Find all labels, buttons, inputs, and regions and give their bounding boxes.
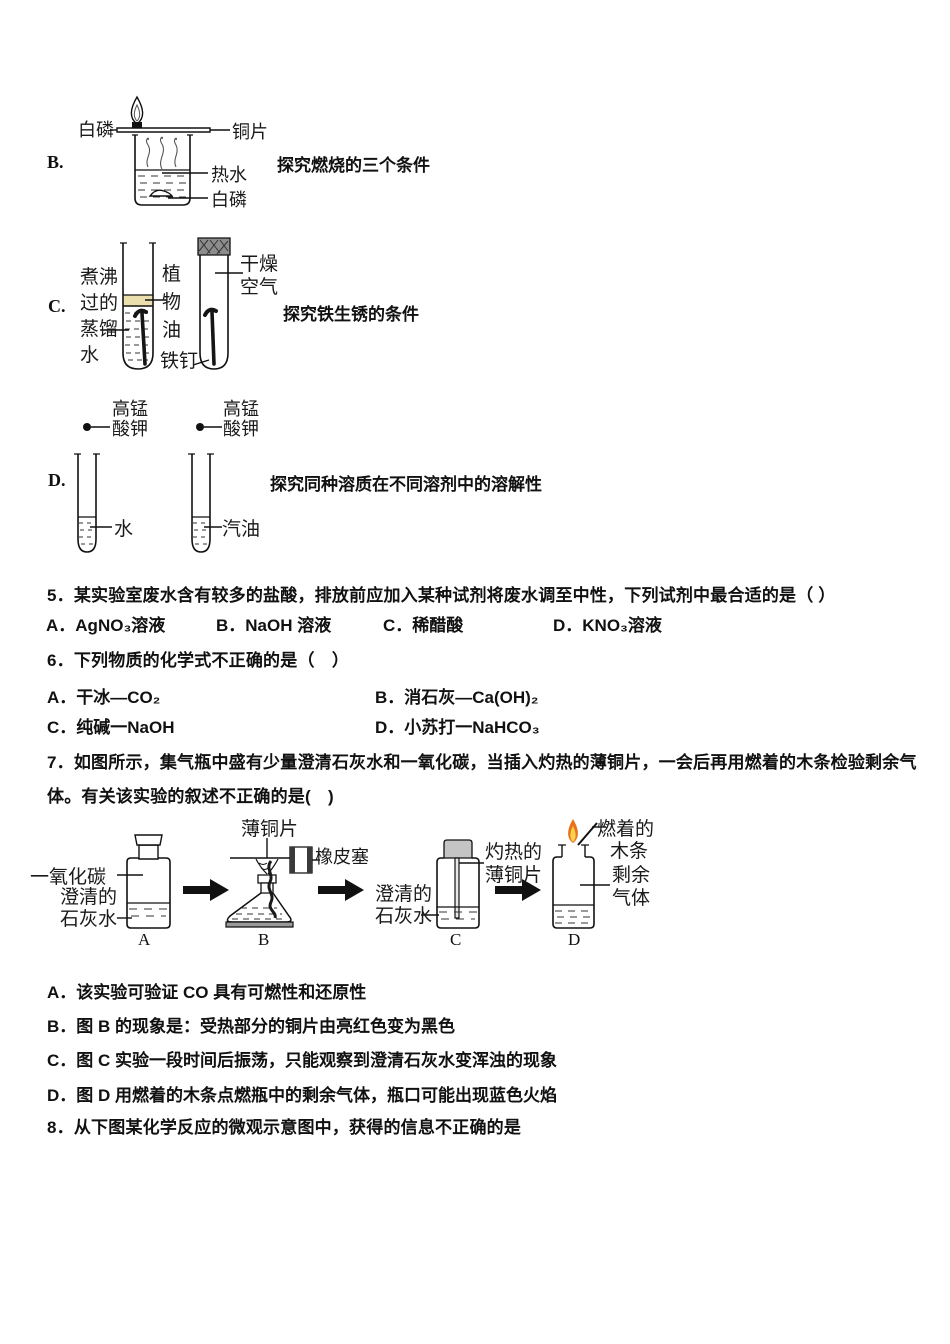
- option-b-letter: B.: [47, 152, 64, 172]
- test-tube-water: [74, 454, 112, 552]
- phosphorus-lump-bottom: [150, 190, 172, 196]
- label-copper-piece: 铜片: [232, 122, 268, 142]
- option-b-caption: 探究燃烧的三个条件: [277, 156, 430, 175]
- q5-option-d: D．KNO₃溶液: [553, 616, 662, 635]
- label-gasoline: 汽油: [222, 519, 261, 540]
- copper-strip: [110, 128, 230, 132]
- q6-option-d: D．小苏打一NaHCO₃: [375, 718, 540, 737]
- q5-option-b: B．NaOH 溶液: [216, 616, 332, 635]
- copper-over-lamp-b: [226, 838, 320, 927]
- iron-nail-left: [135, 311, 146, 364]
- label-dry-air: 干燥 空气: [240, 254, 279, 298]
- label-limewater-c: 澄清的 石灰水: [375, 884, 433, 927]
- label-iron-nail: 铁钉: [160, 351, 199, 372]
- water-dashes: [138, 176, 188, 197]
- q6-option-c: C．纯碱一NaOH: [47, 718, 175, 737]
- label-limewater-a-2: 石灰水: [60, 909, 118, 930]
- q7-text-line1: 7．如图所示，集气瓶中盛有少量澄清石灰水和一氧化碳，当插入灼热的薄铜片，一会后再…: [47, 753, 917, 772]
- label-burning-stick-2: 木条: [610, 841, 649, 862]
- label-kmno4-right: 高锰 酸钾: [223, 399, 259, 439]
- q5-option-a: A．AgNO₃溶液: [46, 616, 166, 635]
- bottle-c-letter: C: [450, 930, 462, 949]
- gas-bottle-a: [117, 835, 170, 928]
- label-white-phosphorus-bottom: 白磷: [211, 190, 247, 210]
- combustion-apparatus-diagram: [110, 95, 235, 211]
- label-remaining-gas: 剩余 气体: [612, 865, 651, 909]
- arrow-a-to-b: [183, 879, 229, 901]
- q7-text-line2: 体。有关该实验的叙述不正确的是( ): [47, 787, 334, 806]
- vegetable-oil-band: [124, 295, 152, 306]
- label-water: 水: [114, 519, 134, 540]
- kmno4-dot-left: [83, 423, 110, 431]
- q6-option-a: A．干冰—CO₂: [47, 688, 161, 707]
- rusting-apparatus-diagram: [95, 238, 255, 378]
- option-c-letter: C.: [48, 296, 66, 316]
- arrow-b-to-c: [318, 879, 364, 901]
- burning-stick-flame-icon: [568, 819, 606, 845]
- rubber-stopper: [290, 847, 320, 873]
- label-heated-copper: 灼热的 薄铜片: [485, 842, 543, 886]
- q6-option-b: B．消石灰—Ca(OH)₂: [375, 688, 539, 707]
- q7-option-d: D．图 D 用燃着的木条点燃瓶中的剩余气体，瓶口可能出现蓝色火焰: [47, 1086, 557, 1105]
- phosphorus-lump-top: [132, 122, 142, 129]
- q6-text: 6．下列物质的化学式不正确的是（ ）: [47, 651, 350, 670]
- option-d-letter: D.: [48, 470, 66, 490]
- test-tube-gasoline: [188, 454, 222, 552]
- test-tube-water: [100, 243, 167, 369]
- kmno4-dot-right: [196, 423, 222, 431]
- label-rubber-stopper: 橡皮塞: [315, 847, 369, 867]
- q7-option-b: B．图 B 的现象是：受热部分的铜片由亮红色变为黑色: [47, 1017, 455, 1036]
- option-d-caption: 探究同种溶质在不同溶剂中的溶解性: [270, 475, 542, 494]
- label-carbon-monoxide: 一氧化碳: [30, 867, 107, 888]
- gas-bottle-c: [421, 840, 484, 928]
- test-tube-dry-air: [193, 238, 243, 369]
- iron-nail-right: [205, 310, 216, 364]
- bottle-d-letter: D: [568, 930, 581, 949]
- q7-option-a: A．该实验可验证 CO 具有可燃性和还原性: [47, 983, 367, 1002]
- label-thin-copper: 薄铜片: [241, 819, 299, 840]
- q8-text: 8．从下图某化学反应的微观示意图中，获得的信息不正确的是: [47, 1118, 522, 1137]
- label-burning-stick-1: 燃着的: [597, 819, 655, 840]
- label-vegetable-oil: 植 物 油: [162, 264, 182, 341]
- label-kmno4-left: 高锰 酸钾: [112, 399, 148, 439]
- flame-icon: [131, 97, 142, 129]
- solubility-apparatus-diagram: [70, 423, 270, 562]
- label-hot-water: 热水: [211, 165, 247, 185]
- arrow-c-to-d: [495, 879, 541, 901]
- option-c-caption: 探究铁生锈的条件: [283, 305, 419, 324]
- beaker: [132, 135, 208, 205]
- q5-option-c: C．稀醋酸: [383, 616, 464, 635]
- label-white-phosphorus-top: 白磷: [78, 120, 114, 140]
- q7-option-c: C．图 C 实验一段时间后振荡，只能观察到澄清石灰水变浑浊的现象: [47, 1051, 557, 1070]
- bottle-b-letter: B: [258, 930, 270, 949]
- bottle-a-letter: A: [138, 930, 151, 949]
- co-experiment-diagram: [25, 819, 670, 955]
- thin-copper-strip: [455, 858, 459, 918]
- label-boiled-distilled-water: 煮沸 过的 蒸馏 水: [80, 267, 119, 366]
- gas-bottle-d: [553, 819, 610, 928]
- label-limewater-a-1: 澄清的: [60, 887, 118, 908]
- q5-text: 5．某实验室废水含有较多的盐酸，排放前应加入某种试剂将废水调至中性，下列试剂中最…: [47, 586, 836, 605]
